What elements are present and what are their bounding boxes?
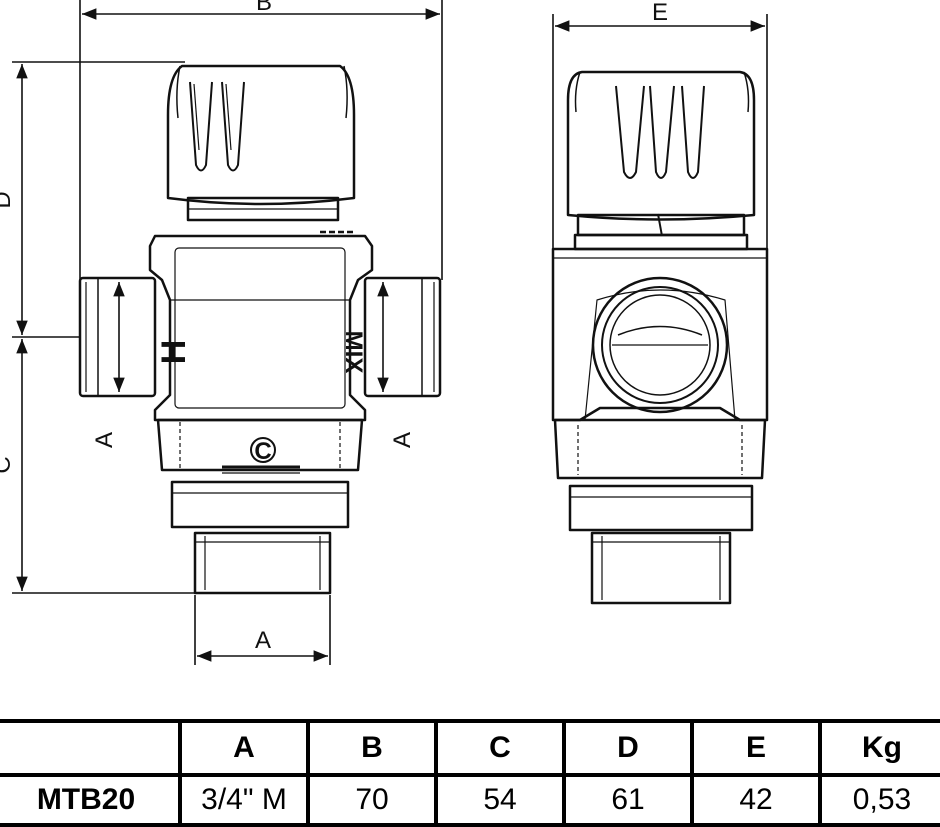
- table-header-cell: Kg: [818, 719, 940, 777]
- valve-technical-drawing: H MIX C B D C A A A: [0, 0, 769, 665]
- dim-label-a-bottom: A: [255, 627, 271, 654]
- table-header-cell: C: [434, 719, 566, 777]
- front-right-port: [363, 276, 442, 398]
- front-left-port: [78, 276, 157, 398]
- front-markings: H MIX C: [155, 331, 367, 465]
- table-header-cell: B: [306, 719, 438, 777]
- dim-label-e: E: [652, 0, 668, 26]
- table-cell: 54: [434, 773, 566, 827]
- dim-label-a-right: A: [389, 432, 416, 448]
- table-header-cell: A: [178, 719, 310, 777]
- dim-label-a-left: A: [91, 432, 118, 448]
- mix-port-mark: MIX: [340, 331, 367, 374]
- front-knob: [166, 64, 356, 222]
- table-header-cell: [0, 719, 182, 777]
- side-knob: [566, 70, 756, 251]
- front-lower-neck: [156, 418, 364, 529]
- side-body: [551, 247, 769, 422]
- table-header-row: A B C D E Kg: [0, 719, 940, 777]
- hot-port-mark: H: [155, 340, 193, 365]
- table-cell: 61: [562, 773, 694, 827]
- table-header-cell: D: [562, 719, 694, 777]
- table-header-cell: E: [690, 719, 822, 777]
- front-dimension-labels: B D C A A A: [0, 0, 416, 654]
- side-dimensions: [552, 14, 768, 250]
- cold-port-mark: C: [254, 438, 271, 465]
- dim-label-c: C: [0, 456, 16, 473]
- front-body: [148, 230, 374, 422]
- front-dimensions: [12, 0, 443, 665]
- front-view: [78, 64, 442, 595]
- table-cell-model: MTB20: [0, 773, 182, 827]
- table-cell: 42: [690, 773, 822, 827]
- side-lower-neck: [553, 418, 767, 532]
- table-cell: 0,53: [818, 773, 940, 827]
- dim-label-b: B: [256, 0, 272, 16]
- dimension-table: A B C D E Kg MTB20 3/4" M 70 54 61 42 0,…: [0, 719, 940, 827]
- table-cell: 3/4" M: [178, 773, 310, 827]
- table-row: MTB20 3/4" M 70 54 61 42 0,53: [0, 773, 940, 827]
- side-view: [551, 70, 769, 605]
- dim-label-d: D: [0, 191, 16, 208]
- front-bottom-port: [193, 531, 332, 595]
- side-bottom-port: [590, 531, 732, 605]
- table-cell: 70: [306, 773, 438, 827]
